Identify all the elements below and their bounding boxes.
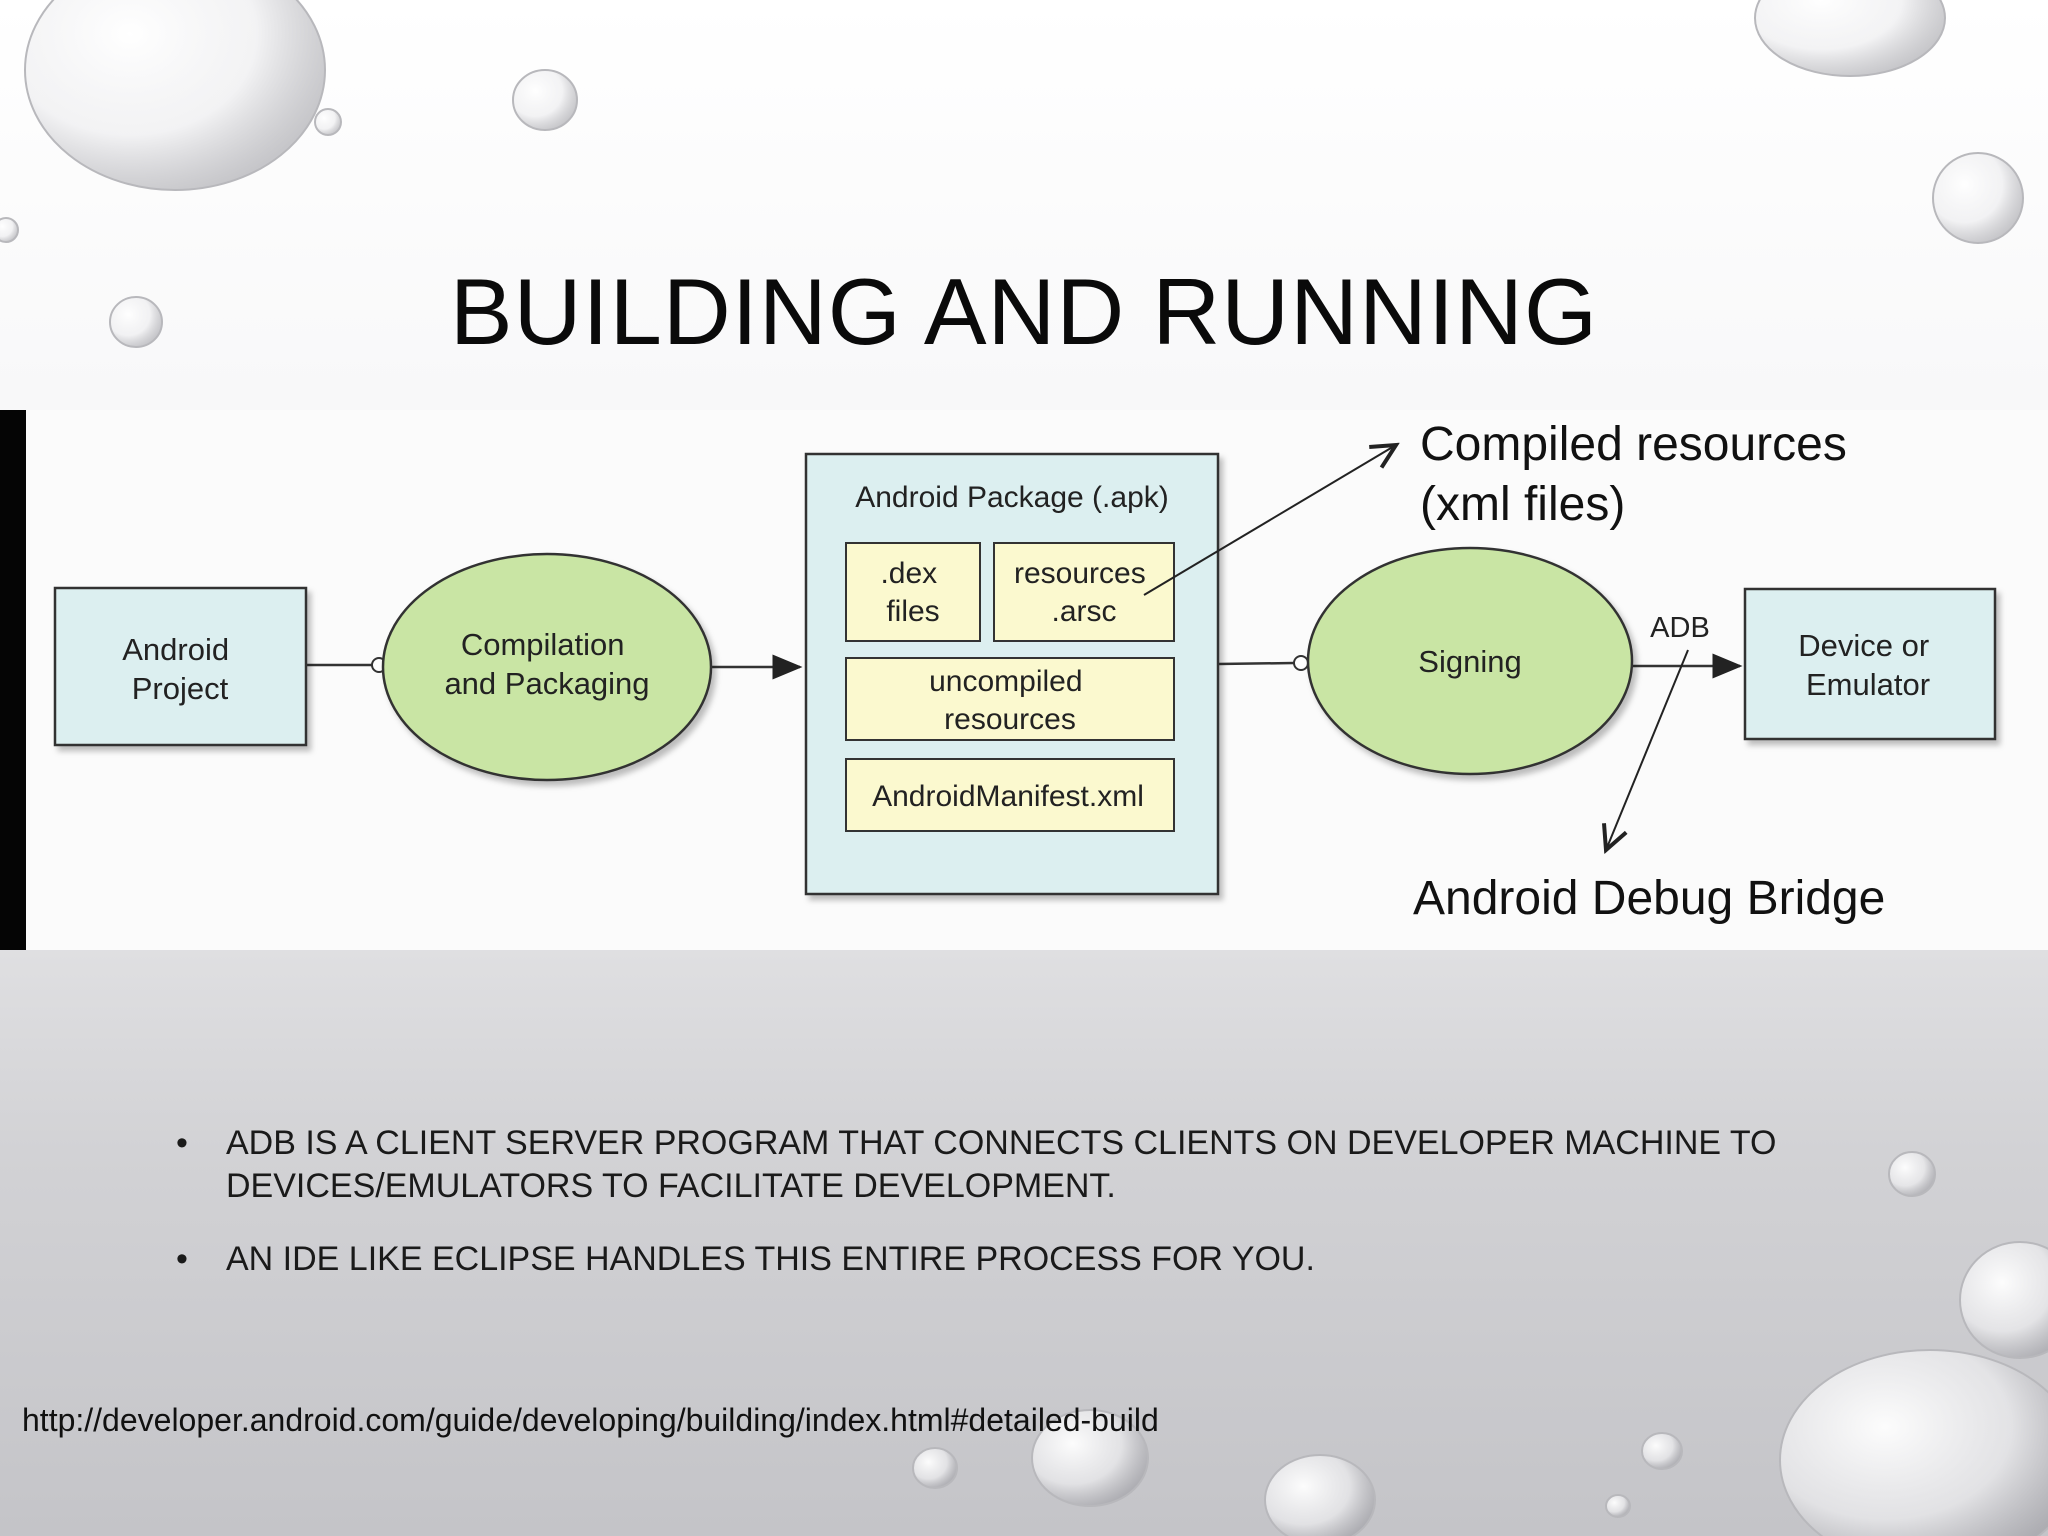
resources-arsc-label: resources .arsc [1014,557,1154,628]
connector-apk-to-signing [1217,655,1309,671]
annotation-arrow-compiled-resources [1143,445,1396,596]
android-project-box [53,586,308,747]
dex-files-box [845,542,981,642]
resources-arsc-box [993,542,1175,642]
apk-package-title: Android Package (.apk) [855,481,1169,514]
annotation-compiled-resources: Compiled resources (xml files) [1420,418,1860,531]
signing-label: Signing [1418,644,1521,679]
device-emulator-label: Device or Emulator [1798,628,1938,702]
dex-files-label: .dex files [880,557,945,628]
adb-label: ADB [1650,612,1710,644]
left-edge-bar [0,410,26,950]
bullet-list: ADB IS A CLIENT SERVER PROGRAM THAT CONN… [172,1122,1892,1311]
bullet-item: AN IDE LIKE ECLIPSE HANDLES THIS ENTIRE … [172,1238,1892,1281]
device-emulator-box [1743,587,1997,741]
annotation-debug-bridge: Android Debug Bridge [1413,872,1885,925]
annotation-arrow-debug-bridge [1606,649,1689,850]
source-url: http://developer.android.com/guide/devel… [22,1402,1159,1438]
uncompiled-resources-box [845,657,1175,741]
manifest-box [845,758,1175,832]
android-project-label: Android Project [122,632,237,706]
manifest-label: AndroidManifest.xml [872,780,1144,813]
compilation-ellipse [381,552,713,782]
compilation-label: Compilation and Packaging [444,627,649,701]
connector-project-to-compilation [306,657,387,673]
signing-ellipse [1306,546,1634,776]
uncompiled-resources-label: uncompiled resources [929,665,1091,736]
bullet-item: ADB IS A CLIENT SERVER PROGRAM THAT CONN… [172,1122,1892,1208]
build-process-diagram: Android Project Compilation and Packagin… [53,418,1997,925]
slide-title: BUILDING AND RUNNING [449,259,1599,364]
